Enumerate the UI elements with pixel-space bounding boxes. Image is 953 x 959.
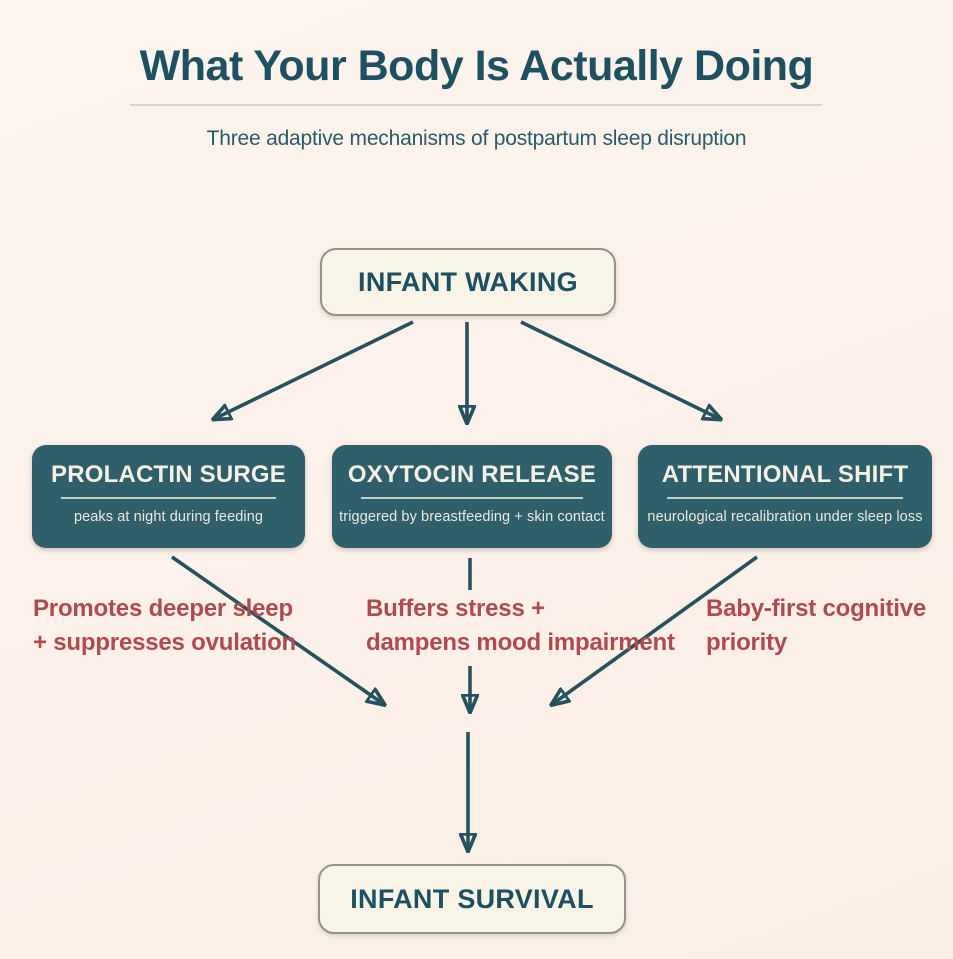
mechanism-title: PROLACTIN SURGE: [50, 461, 286, 488]
node-infant-waking: INFANT WAKING: [320, 248, 616, 316]
mechanism-title: ATTENTIONAL SHIFT: [661, 461, 909, 488]
node-infant-survival-label: INFANT SURVIVAL: [350, 883, 594, 914]
mechanism-box-oxytocin: OXYTOCIN RELEASE triggered by breastfeed…: [332, 445, 612, 548]
page-subtitle: Three adaptive mechanisms of postpartum …: [206, 127, 747, 150]
page-title: What Your Body Is Actually Doing: [139, 42, 814, 90]
mechanism-divider: [61, 497, 276, 499]
mechanism-box-attention: ATTENTIONAL SHIFT neurological recalibra…: [638, 445, 932, 548]
effect-line: Baby-first cognitive: [706, 595, 927, 622]
node-infant-waking-label: INFANT WAKING: [358, 266, 578, 297]
mechanism-divider: [667, 497, 903, 499]
arrow-waking-to-attention: [520, 320, 718, 418]
effect-caption-prolactin: Promotes deeper sleep + suppresses ovula…: [33, 592, 296, 660]
effect-line: Buffers stress +: [366, 595, 545, 622]
title-divider: [130, 104, 822, 106]
effect-line: priority: [706, 629, 788, 656]
mechanism-title: OXYTOCIN RELEASE: [347, 461, 597, 488]
mechanism-divider: [361, 497, 583, 499]
effect-caption-attention: Baby-first cognitive priority: [706, 592, 926, 660]
mechanism-detail: peaks at night during feeding: [73, 509, 264, 525]
mechanism-detail: triggered by breastfeeding + skin contac…: [339, 509, 605, 525]
mechanism-detail: neurological recalibration under sleep l…: [647, 509, 923, 525]
effect-line: Promotes deeper sleep: [33, 595, 293, 622]
effect-caption-oxytocin: Buffers stress + dampens mood impairment: [366, 592, 675, 660]
arrow-waking-to-prolactin: [216, 320, 414, 418]
effect-line: + suppresses ovulation: [33, 629, 297, 656]
node-infant-survival: INFANT SURVIVAL: [318, 864, 626, 934]
effect-line: dampens mood impairment: [366, 629, 675, 656]
mechanism-box-prolactin: PROLACTIN SURGE peaks at night during fe…: [32, 445, 305, 548]
